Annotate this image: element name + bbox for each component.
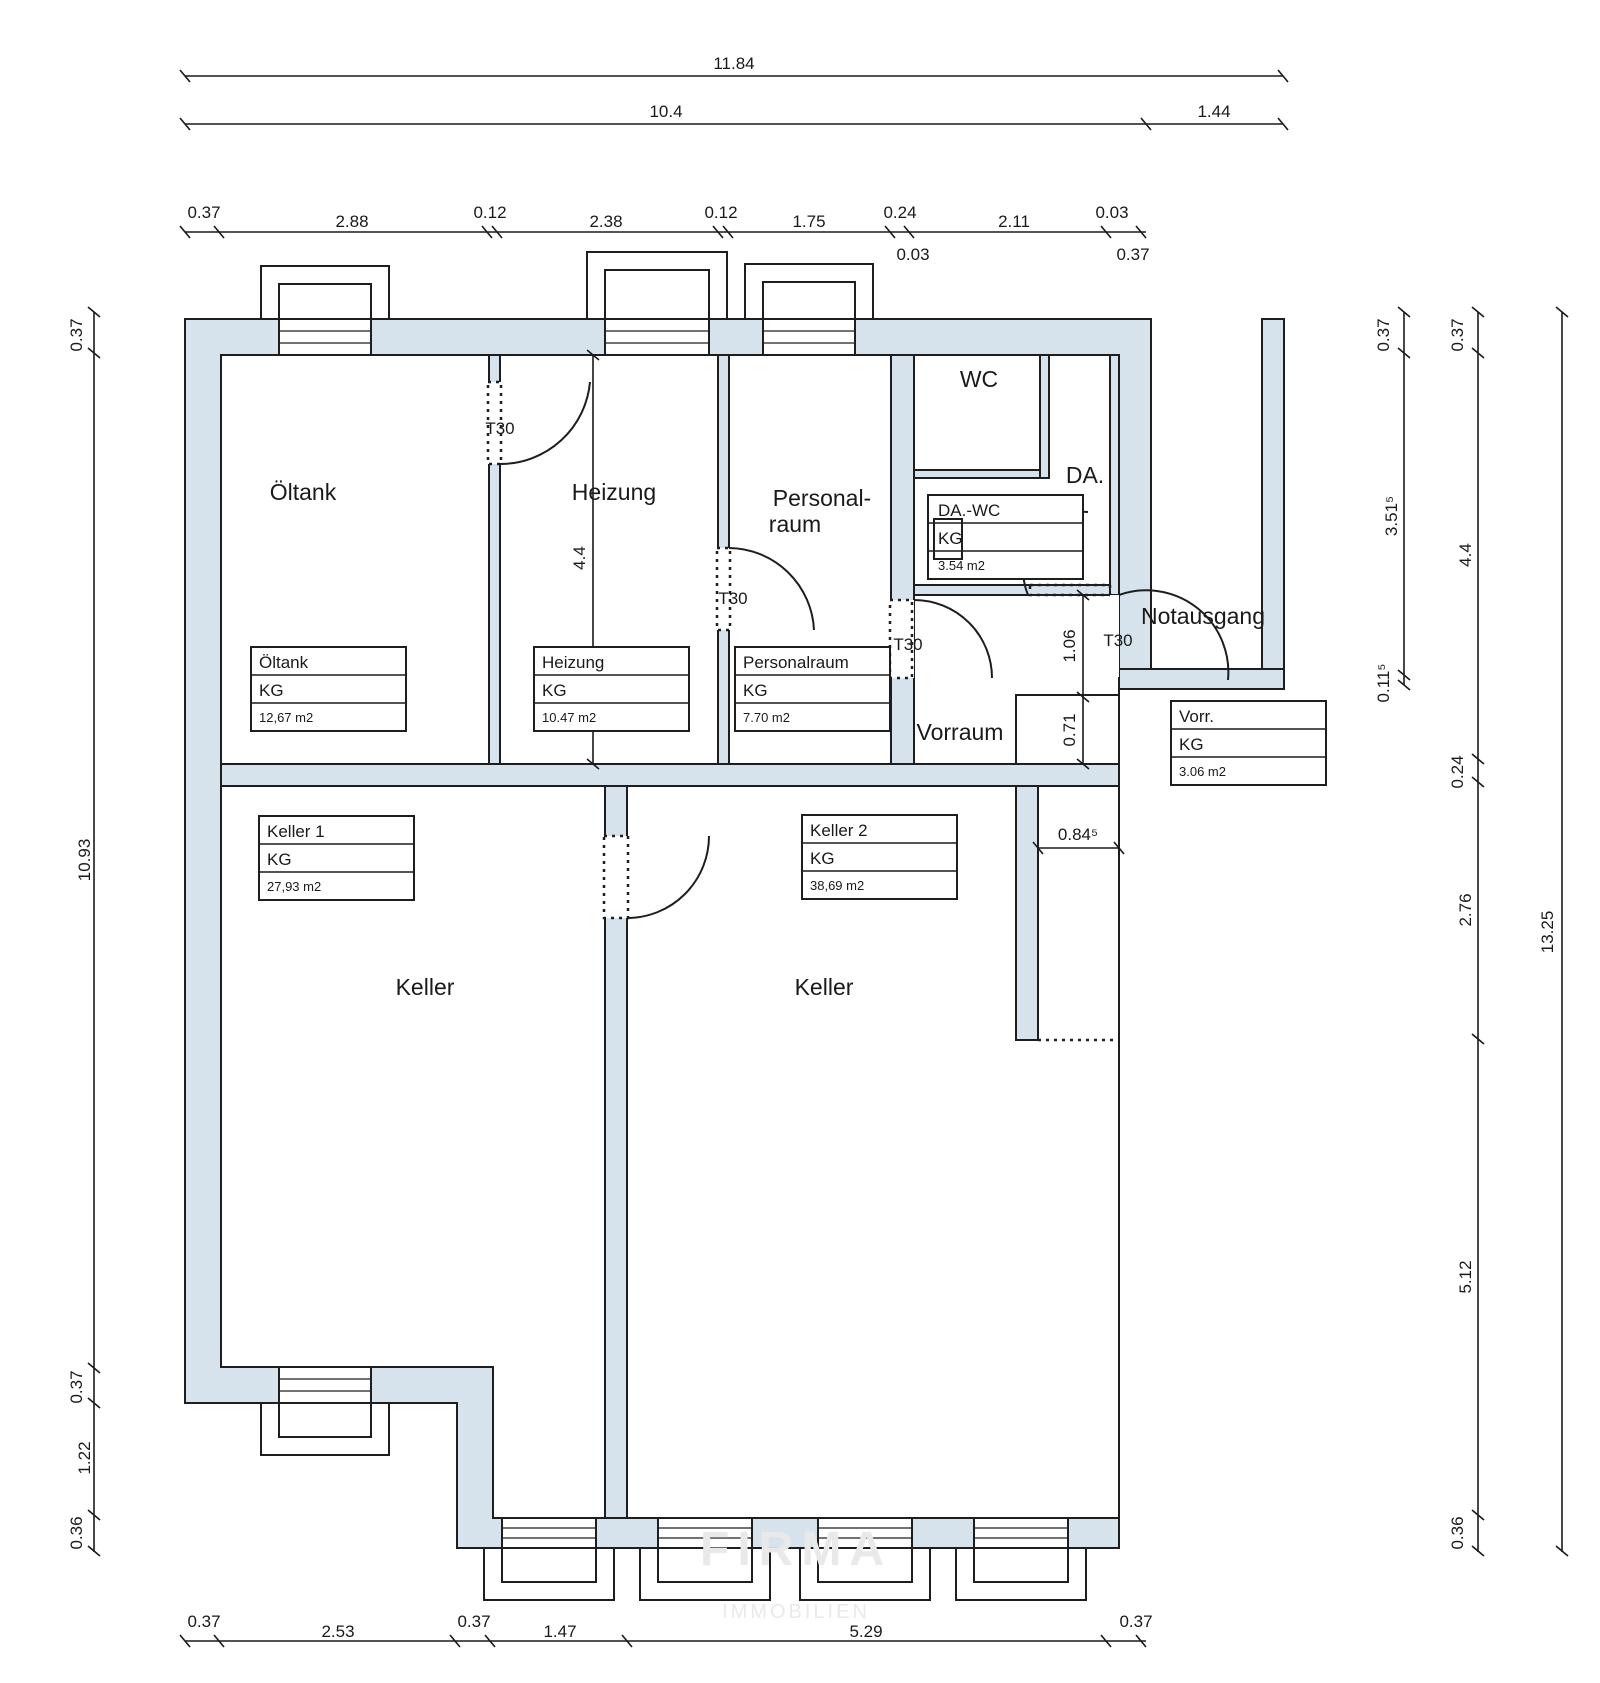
dim-bottom-2: 2.53: [321, 1622, 354, 1641]
label-keller2-name: Keller 2: [810, 821, 868, 840]
label-box-da-wc: DA.-WC KG 3.54 m2: [927, 494, 1084, 580]
dim-left-2: 10.93: [75, 839, 94, 882]
label-oeltank-name: Öltank: [259, 653, 309, 672]
label-heizung-name: Heizung: [542, 653, 604, 672]
door-ratings: T30 T30 T30 T30: [485, 419, 1132, 654]
dim-inner-0845: 0.84⁵: [1058, 825, 1098, 844]
dim-top-row-4: 2.38: [589, 212, 622, 231]
label-heizung-level: KG: [542, 681, 567, 700]
dim-right-mid-6: 0.36: [1448, 1516, 1467, 1549]
dim-left-1: 0.37: [67, 318, 86, 351]
dim-top-row-6: 1.75: [792, 212, 825, 231]
dim-right-inner-1: 0.37: [1374, 318, 1393, 351]
watermark: FIRMA IMMOBILIEN: [700, 1523, 892, 1623]
dim-top-b: 1.44: [1197, 102, 1230, 121]
label-box-vorr: Vorr. KG 3.06 m2: [1170, 700, 1327, 786]
dim-top-row-7: 0.24: [883, 203, 916, 222]
dim-left-3: 0.37: [67, 1370, 86, 1403]
label-box-oeltank: Öltank KG 12,67 m2: [250, 646, 407, 732]
dim-bottom-5: 5.29: [849, 1622, 882, 1641]
right-dimension-chains: 0.37 3.51⁵ 0.11⁵ 0.37 4.4 0.24 2.76 5.12…: [1374, 306, 1569, 1557]
door-label-t30-personal: T30: [718, 589, 747, 608]
dim-inner-106: 1.06: [1060, 629, 1079, 662]
window-niches: [260, 251, 1087, 1601]
room-names: Öltank Heizung Personal- raum WC DA. Not…: [270, 366, 1265, 1000]
dim-top-a: 10.4: [649, 102, 682, 121]
room-keller-right: Keller: [795, 974, 854, 1000]
left-dimension-chain: 0.37 10.93 0.37 1.22 0.36: [67, 306, 101, 1557]
room-keller-left: Keller: [396, 974, 455, 1000]
door-label-t30-vorraum: T30: [893, 635, 922, 654]
room-da: DA.: [1066, 462, 1104, 488]
room-oeltank: Öltank: [270, 479, 337, 505]
top-dimension-chains: 11.84 10.4 1.44 0.37 2.88 0.12 2.38 0.12…: [179, 54, 1289, 264]
dim-bottom-3: 0.37: [457, 1612, 490, 1631]
dim-inner-heizung: 4.4: [570, 546, 589, 570]
dim-top-row-9: 0.03: [1095, 203, 1128, 222]
label-box-keller2: Keller 2 KG 38,69 m2: [801, 814, 958, 900]
dim-right-inner-3: 0.11⁵: [1374, 664, 1393, 703]
dim-right-inner-2: 3.51⁵: [1382, 496, 1401, 536]
inner-dimensions: 4.4 1.06 0.71 0.84⁵: [570, 349, 1125, 855]
label-keller2-level: KG: [810, 849, 835, 868]
dim-top-total: 11.84: [713, 54, 754, 73]
dim-right-mid-2: 4.4: [1456, 543, 1475, 567]
dim-top-row-8: 2.11: [998, 212, 1030, 231]
door-label-t30-notausgang: T30: [1103, 631, 1132, 650]
door-label-t30-heizung: T30: [485, 419, 514, 438]
dim-left-5: 0.36: [67, 1516, 86, 1549]
dim-bottom-1: 0.37: [187, 1612, 220, 1631]
label-keller2-area: 38,69 m2: [810, 878, 864, 893]
dim-bottom-6: 0.37: [1119, 1612, 1152, 1631]
dim-inner-071: 0.71: [1060, 713, 1079, 746]
label-keller1-level: KG: [267, 850, 292, 869]
label-da-wc-level: KG: [938, 529, 963, 548]
dim-top-sub-2: 0.37: [1116, 245, 1149, 264]
label-vorr-level: KG: [1179, 735, 1204, 754]
dim-right-mid-4: 2.76: [1456, 893, 1475, 926]
label-box-heizung: Heizung KG 10.47 m2: [533, 646, 690, 732]
label-oeltank-area: 12,67 m2: [259, 710, 313, 725]
dim-top-row-1: 0.37: [187, 203, 220, 222]
label-box-personalraum: Personalraum KG 7.70 m2: [734, 646, 891, 732]
room-vorraum: Vorraum: [917, 719, 1004, 745]
dim-right-total: 13.25: [1538, 911, 1557, 954]
watermark-line1: FIRMA: [700, 1523, 892, 1576]
dim-top-row-2: 2.88: [335, 212, 368, 231]
window-openings: [278, 318, 1069, 1549]
label-keller1-name: Keller 1: [267, 822, 325, 841]
label-vorr-name: Vorr.: [1179, 707, 1214, 726]
dim-top-row-5: 0.12: [704, 203, 737, 222]
watermark-line2: IMMOBILIEN: [722, 1601, 870, 1623]
label-personalraum-level: KG: [743, 681, 768, 700]
dim-right-mid-3: 0.24: [1448, 755, 1467, 788]
label-personalraum-area: 7.70 m2: [743, 710, 790, 725]
room-personal-2: raum: [769, 511, 821, 537]
dim-top-row-3: 0.12: [473, 203, 506, 222]
label-keller1-area: 27,93 m2: [267, 879, 321, 894]
room-heizung: Heizung: [572, 479, 656, 505]
label-box-keller1: Keller 1 KG 27,93 m2: [258, 815, 415, 901]
label-oeltank-level: KG: [259, 681, 284, 700]
label-personalraum-name: Personalraum: [743, 653, 849, 672]
walls: [184, 318, 1285, 1549]
label-vorr-area: 3.06 m2: [1179, 764, 1226, 779]
dim-left-4: 1.22: [75, 1441, 94, 1474]
label-heizung-area: 10.47 m2: [542, 710, 596, 725]
dim-right-mid-5: 5.12: [1456, 1260, 1475, 1293]
label-da-wc-area: 3.54 m2: [938, 558, 985, 573]
dim-top-sub-1: 0.03: [896, 245, 929, 264]
room-wc: WC: [960, 366, 998, 392]
dim-right-mid-1: 0.37: [1448, 318, 1467, 351]
label-da-wc-name: DA.-WC: [938, 501, 1000, 520]
room-personal-1: Personal-: [773, 485, 871, 511]
room-notausgang: Notausgang: [1141, 603, 1265, 629]
bottom-dimension-chain: 0.37 2.53 0.37 1.47 5.29 0.37: [179, 1612, 1153, 1648]
dim-bottom-4: 1.47: [543, 1622, 576, 1641]
